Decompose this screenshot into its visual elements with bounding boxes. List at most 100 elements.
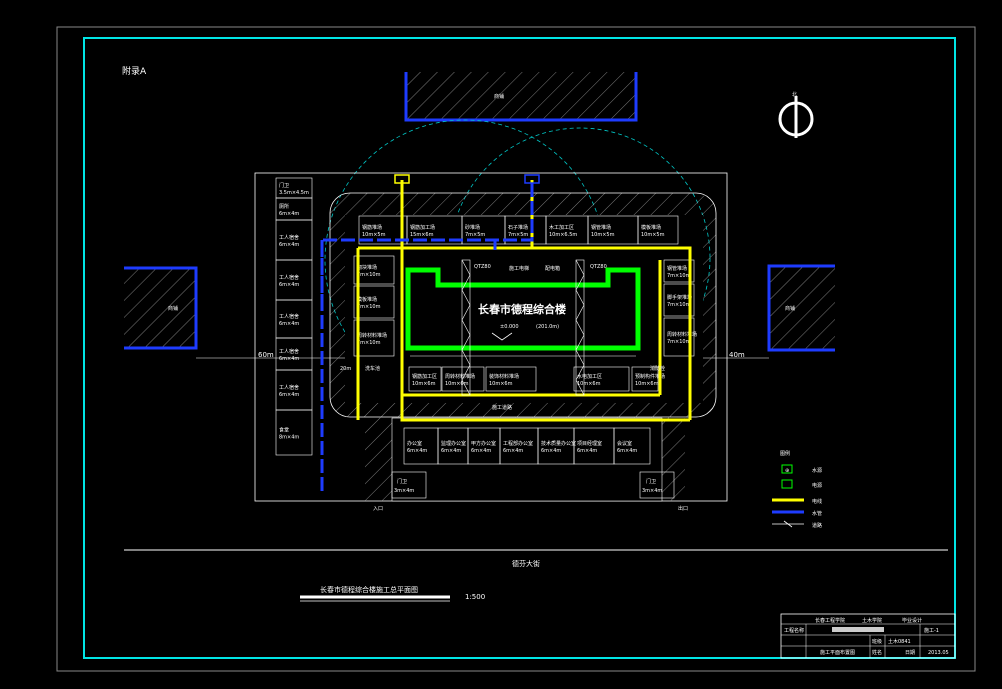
svg-text:毕业设计: 毕业设计 [902,617,922,624]
office-cell-size: 6m×4m [471,448,491,454]
building-name: 长春市德程综合楼 [478,302,566,316]
top-row-cell-size: 10m×6.5m [549,232,577,238]
svg-text:班级: 班级 [872,638,882,645]
top-row-cell-label: 钢筋加工场 [410,224,435,231]
svg-text:土木学院: 土木学院 [862,617,882,624]
office-cell-label: 工程部办公室 [503,440,533,447]
office-cell-size: 6m×4m [407,448,427,454]
left-column-cell-label: 厕所 [279,203,289,210]
office-cell-label: 办公室 [407,440,422,447]
crane-right-label: QTZ80 [590,264,607,270]
inner-right-cell-label: 钢管堆场 [667,265,687,272]
top-row-cell-size: 10m×5m [591,232,615,238]
top-row-cell-label: 砂堆场 [465,224,480,231]
office-cell-label: 甲方办公室 [471,440,496,447]
bottom-row-cell-label: 水电加工区 [577,373,602,380]
svg-text:姓名: 姓名 [872,649,882,656]
bottom-row-cell-size: 10m×6m [412,381,436,387]
bottom-row-cell-label: 预制构件堆场 [635,373,665,380]
left-column-cell-size: 8m×4m [279,435,299,441]
office-cell-size: 6m×4m [441,448,461,454]
office-row: 办公室6m×4m监理办公室6m×4m甲方办公室6m×4m工程部办公室6m×4m技… [403,427,651,465]
top-row-cell-label: 钢管堆场 [591,224,611,231]
svg-text:门卫: 门卫 [646,478,656,485]
left-column-cell-size: 6m×4m [279,282,299,288]
north-arrow-icon: 北 [778,91,814,138]
bottom-row: 钢筋加工区10m×6m周转材料堆场10m×6m装饰材料堆场10m×6m水电加工区… [408,366,665,411]
crane-left-label: QTZ80 [474,264,491,270]
crane-right-icon [575,259,585,396]
inner-left-cell-label: 砌块堆场 [357,264,377,271]
appendix-label: 附录A [122,65,147,77]
top-row-cell-size: 7m×5m [465,232,485,238]
inner-right-cell-label: 脚手架堆场 [667,294,692,301]
road-label: 德芬大街 [512,559,540,568]
svg-text:商铺: 商铺 [494,93,504,100]
svg-text:3m×4m: 3m×4m [642,488,662,494]
svg-text:图例: 图例 [780,450,790,457]
crane-left-icon [461,259,471,396]
svg-text:土木0841: 土木0841 [888,638,911,645]
dim-east-label: 40m [729,351,745,359]
left-column-cell-size: 3.5m×4.5m [279,190,309,196]
inner-left-cell-label: 周转材料堆场 [357,332,387,339]
gate-left: 门卫 3m×4m [391,471,427,499]
svg-text:长春工程学院: 长春工程学院 [815,617,845,624]
dim-west-label: 60m [258,351,274,359]
road-strip-label: 施工道路 [492,404,512,411]
top-row-cell-size: 10m×5m [641,232,665,238]
left-column-cell-label: 工人宿舍 [279,384,299,391]
left-column-cell-label: 工人宿舍 [279,274,299,281]
building-elev: (201.0m) [536,324,559,330]
office-cell-size: 6m×4m [617,448,637,454]
bottom-row-cell-label: 周转材料堆场 [445,373,475,380]
office-cell-size: 6m×4m [577,448,597,454]
svg-text:道路: 道路 [812,522,822,529]
gate-right: 门卫 3m×4m [639,471,675,499]
bottom-row-cell-label: 装饰材料堆场 [489,373,519,380]
svg-text:电源: 电源 [812,482,822,489]
neighbor-west: 商铺 [124,266,198,350]
inner-dim-label: 20m [340,366,351,372]
office-cell-size: 6m×4m [503,448,523,454]
top-row-cell-label: 钢筋堆场 [362,224,382,231]
office-cell-label: 项目经理室 [577,440,602,447]
inner-left-cell-size: 7m×10m [357,340,381,346]
bottom-row-cell-label: 钢筋加工区 [412,373,437,380]
svg-text:商铺: 商铺 [168,305,178,312]
exit-label: 出口 [678,505,688,512]
inner-frame [83,37,956,659]
svg-text:水源: 水源 [812,467,822,474]
inner-right-cell-size: 7m×10m [667,273,691,279]
plan-scale: 1:500 [465,593,485,601]
elevator-label: 施工电梯 [509,265,529,272]
hoist-label: 配电箱 [545,265,560,272]
outer-frame [56,26,976,672]
left-column-cell-size: 6m×4m [279,211,299,217]
plan-title: 长春市德程综合楼施工总平面图 [320,585,418,594]
bottom-row-cell-size: 10m×6m [577,381,601,387]
svg-text:电线: 电线 [812,498,822,505]
water-pipe [320,183,534,495]
top-row-cell-label: 木工加工区 [549,224,574,231]
svg-text:日期: 日期 [905,650,915,656]
left-column-cell-size: 6m×4m [279,321,299,327]
inner-right-cell-size: 7m×10m [667,339,691,345]
